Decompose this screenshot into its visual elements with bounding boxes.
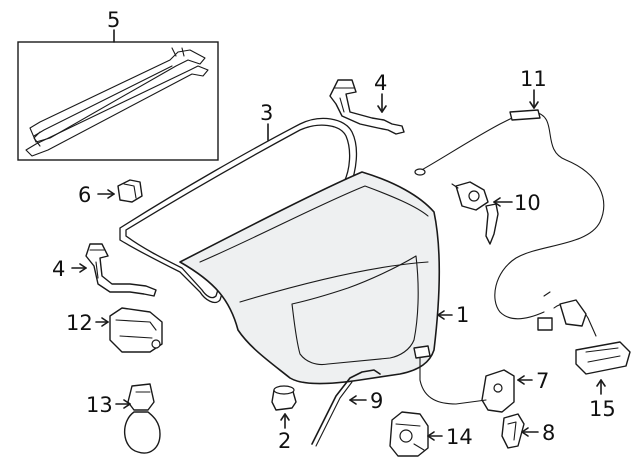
hinge-left	[85, 243, 157, 297]
trunk-lid	[179, 171, 441, 385]
callout-4-left: 4	[52, 257, 65, 281]
release-rod	[311, 369, 381, 447]
callout-15: 15	[589, 397, 616, 421]
callout-9: 9	[370, 389, 383, 413]
rubber-bumper	[271, 385, 297, 411]
lock-cylinder	[451, 181, 499, 245]
retainer-clip	[501, 413, 525, 449]
callout-2: 2	[278, 429, 291, 453]
latch-actuator	[413, 345, 515, 413]
trunk-latch	[389, 411, 429, 457]
bulb-socket	[124, 383, 161, 454]
license-lamp	[553, 299, 631, 375]
callout-7: 7	[536, 369, 549, 393]
release-cable	[414, 109, 605, 331]
callout-6: 6	[78, 183, 91, 207]
callout-10: 10	[514, 191, 541, 215]
callout-4-upper: 4	[374, 71, 387, 95]
callout-14: 14	[446, 425, 473, 449]
bumper-clip	[117, 179, 143, 203]
lock-assembly	[109, 307, 163, 353]
callout-3: 3	[260, 101, 273, 125]
callout-5: 5	[107, 8, 120, 32]
callout-12: 12	[66, 311, 93, 335]
hinge-right	[329, 79, 405, 135]
torsion-bar-inset	[17, 41, 219, 161]
callout-1: 1	[456, 303, 469, 327]
callout-13: 13	[86, 393, 113, 417]
callout-8: 8	[542, 421, 555, 445]
callout-11: 11	[520, 67, 547, 91]
